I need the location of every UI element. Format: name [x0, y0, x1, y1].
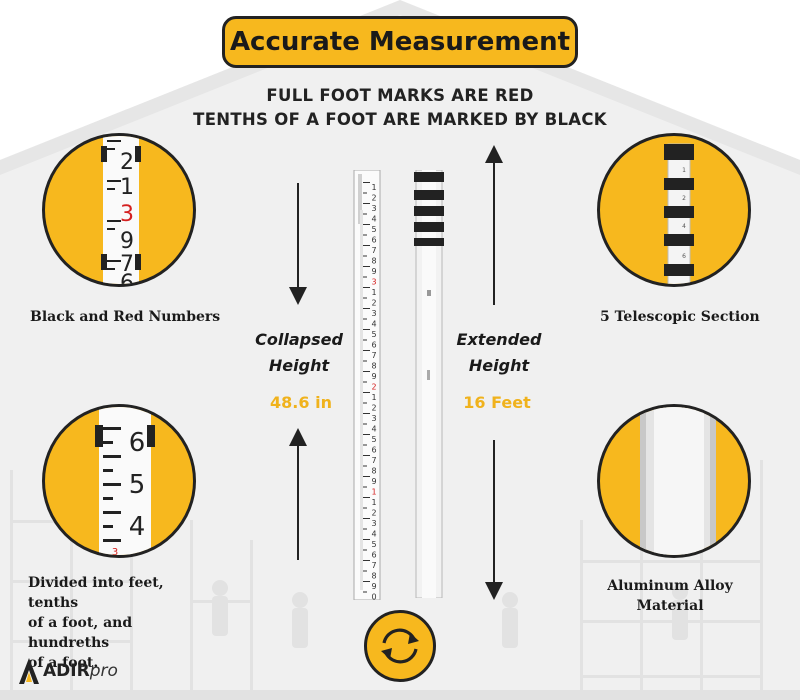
- svg-text:8: 8: [371, 257, 376, 266]
- svg-text:4: 4: [682, 223, 686, 230]
- telescopic-closeup-image: 1 2 4 6: [597, 133, 751, 287]
- svg-text:5: 5: [371, 540, 376, 549]
- svg-text:4: 4: [371, 215, 376, 224]
- svg-text:9: 9: [371, 477, 376, 486]
- numbers-closeup-image: 2 1 3 9 7 6: [42, 133, 196, 287]
- feature-caption-telescopic: 5 Telescopic Section: [600, 309, 760, 325]
- svg-text:2: 2: [371, 509, 376, 518]
- feature-caption-divisions: Divided into feet, tenths of a foot, and…: [28, 573, 208, 673]
- svg-text:0: 0: [371, 593, 376, 601]
- adirpro-logo-icon: [19, 658, 39, 684]
- divisions-line-1: Divided into feet, tenths: [28, 575, 164, 611]
- svg-text:8: 8: [371, 467, 376, 476]
- svg-text:9: 9: [120, 229, 134, 254]
- svg-text:2: 2: [371, 299, 376, 308]
- svg-text:3: 3: [112, 547, 118, 558]
- collapsed-label-line-2: Height: [268, 356, 330, 375]
- svg-text:8: 8: [371, 572, 376, 581]
- svg-text:8: 8: [371, 362, 376, 371]
- brand-name-light: pro: [89, 661, 118, 681]
- collapsed-label-line-1: Collapsed: [255, 330, 343, 349]
- subtitle-line-1: FULL FOOT MARKS ARE RED: [266, 86, 534, 105]
- svg-text:2: 2: [682, 195, 686, 202]
- arrow-down-icon: [289, 183, 307, 305]
- divisions-line-3: of a foot.: [28, 655, 99, 671]
- svg-text:1: 1: [371, 288, 376, 297]
- svg-text:5: 5: [371, 435, 376, 444]
- svg-text:2: 2: [120, 150, 134, 175]
- brand-name: ADIRpro: [43, 661, 118, 681]
- page-title: Accurate Measurement: [222, 16, 578, 68]
- extended-height-value: 16 Feet: [463, 393, 531, 412]
- svg-text:3: 3: [371, 278, 376, 287]
- swap-cycle-icon: [364, 610, 436, 682]
- brand-logo: ADIRpro: [18, 654, 118, 688]
- svg-text:1: 1: [682, 167, 686, 174]
- svg-text:9: 9: [371, 582, 376, 591]
- svg-text:6: 6: [129, 428, 146, 458]
- collapsed-height-value: 48.6 in: [270, 393, 332, 412]
- extended-height-label: Extended Height: [444, 327, 554, 379]
- grade-rod-aluminum-image: [414, 170, 444, 598]
- svg-text:5: 5: [371, 330, 376, 339]
- svg-text:3: 3: [371, 519, 376, 528]
- aluminum-line-1: Aluminum Alloy: [607, 578, 733, 594]
- extended-label-line-1: Extended: [456, 330, 542, 349]
- subtitle-line-2: TENTHS OF A FOOT ARE MARKED BY BLACK: [193, 110, 607, 129]
- feature-caption-numbers: Black and Red Numbers: [30, 309, 221, 325]
- svg-text:6: 6: [371, 341, 376, 350]
- divisions-closeup-image: 6 5 4 3: [42, 404, 196, 558]
- arrow-down-icon: [485, 440, 503, 600]
- svg-text:1: 1: [371, 393, 376, 402]
- svg-text:6: 6: [371, 446, 376, 455]
- svg-text:9: 9: [371, 267, 376, 276]
- svg-text:7: 7: [371, 561, 376, 570]
- svg-text:6: 6: [371, 236, 376, 245]
- svg-text:4: 4: [371, 425, 376, 434]
- svg-text:6: 6: [682, 253, 686, 260]
- svg-text:4: 4: [371, 530, 376, 539]
- svg-text:5: 5: [371, 225, 376, 234]
- extended-label-line-2: Height: [468, 356, 530, 375]
- svg-text:7: 7: [371, 456, 376, 465]
- divisions-line-2: of a foot, and hundreths: [28, 615, 133, 651]
- svg-text:1: 1: [120, 175, 134, 200]
- collapsed-height-label: Collapsed Height: [244, 327, 354, 379]
- svg-text:1: 1: [371, 183, 376, 192]
- svg-text:4: 4: [371, 320, 376, 329]
- svg-text:1: 1: [371, 498, 376, 507]
- svg-text:6: 6: [371, 551, 376, 560]
- svg-text:4: 4: [129, 512, 146, 542]
- svg-text:3: 3: [120, 202, 134, 227]
- brand-name-bold: ADIR: [43, 661, 90, 681]
- svg-text:3: 3: [371, 414, 376, 423]
- svg-text:7: 7: [371, 351, 376, 360]
- arrow-up-icon: [289, 428, 307, 560]
- svg-text:2: 2: [371, 404, 376, 413]
- svg-text:7: 7: [371, 246, 376, 255]
- svg-text:1: 1: [371, 488, 376, 497]
- aluminum-line-2: Material: [636, 598, 704, 614]
- svg-text:2: 2: [371, 194, 376, 203]
- svg-text:9: 9: [371, 372, 376, 381]
- svg-text:3: 3: [371, 309, 376, 318]
- svg-text:7: 7: [120, 252, 134, 277]
- feature-caption-aluminum: Aluminum Alloy Material: [560, 576, 780, 616]
- svg-text:6: 6: [120, 271, 134, 287]
- svg-text:3: 3: [371, 204, 376, 213]
- arrow-up-icon: [485, 145, 503, 305]
- aluminum-closeup-image: [597, 404, 751, 558]
- svg-text:2: 2: [371, 383, 376, 392]
- svg-text:5: 5: [129, 470, 146, 500]
